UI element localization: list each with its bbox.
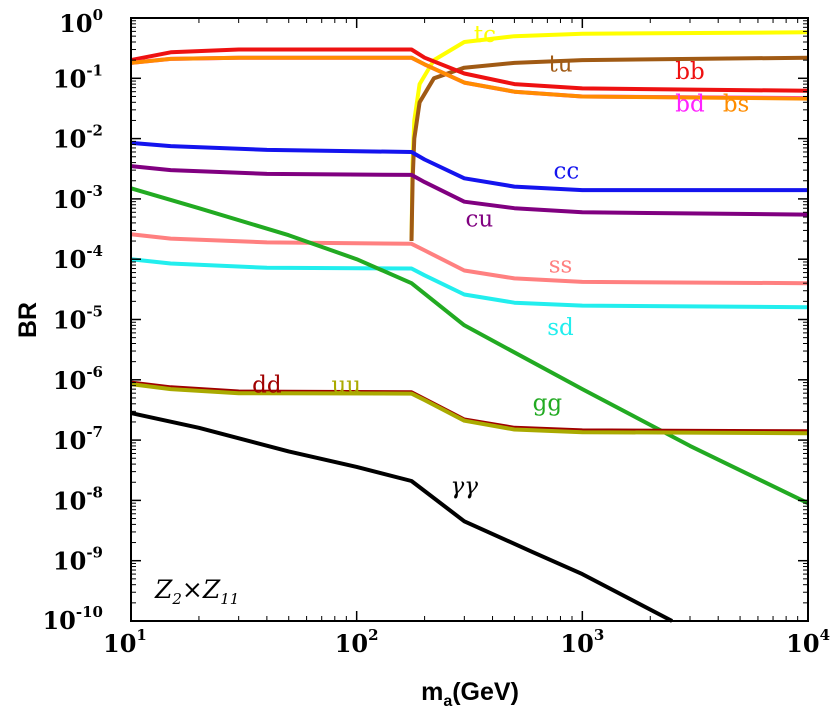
y-tick-label: 10-6 xyxy=(53,363,103,395)
series-label-cu: cu xyxy=(466,206,494,232)
series-label-dd: dd xyxy=(252,372,282,398)
y-tick-label: 10-9 xyxy=(53,544,103,576)
y-tick-label: 10-8 xyxy=(53,483,103,515)
x-tick-label: 102 xyxy=(335,626,379,658)
series-line-cu xyxy=(130,164,809,217)
x-axis-title: ma(GeV) xyxy=(421,678,519,710)
series-line-ss xyxy=(130,232,809,286)
series-label-tu: tu xyxy=(548,51,572,77)
series-label-uu: uu xyxy=(331,372,361,398)
plot-background xyxy=(131,18,808,621)
series-line-tu xyxy=(409,55,809,242)
series-line-cc xyxy=(130,140,808,193)
y-tick-label: 10-10 xyxy=(42,603,103,635)
y-axis-title: BR xyxy=(14,302,42,338)
series-label-sd: sd xyxy=(547,315,574,341)
series-label-gammagamma: γγ xyxy=(451,474,479,500)
x-tick-label: 103 xyxy=(560,626,604,658)
series-line-gg xyxy=(130,186,809,505)
series-line-bb xyxy=(130,47,809,93)
y-tick-label: 10-1 xyxy=(53,61,103,93)
series-label-bd: bd xyxy=(675,92,705,118)
tick-labels-layer: 101 102 103 104 100 10-1 10-2 10-3 10-4 10-5 10-6 1… xyxy=(42,6,830,658)
series-label-gg: gg xyxy=(533,391,563,417)
series-label-cc: cc xyxy=(554,158,580,184)
y-tick-label: 10-2 xyxy=(53,122,103,154)
symmetry-annotation: Z2×Z11 xyxy=(154,575,239,608)
series-line-uu xyxy=(130,382,809,436)
x-tick-label: 101 xyxy=(103,626,147,658)
series-label-bs: bs xyxy=(723,92,750,118)
y-tick-label: 10-5 xyxy=(53,303,103,335)
series-line-sd xyxy=(130,257,809,310)
y-tick-label: 100 xyxy=(59,6,103,38)
series-line-gammagamma xyxy=(130,411,674,623)
curves-layer xyxy=(130,30,809,623)
ticks-layer xyxy=(130,17,809,622)
series-label-bb: bb xyxy=(675,59,704,85)
series-label-tc: tc xyxy=(474,22,496,48)
series-label-ss: ss xyxy=(549,253,573,279)
x-tick-label: 104 xyxy=(786,626,830,658)
series-line-bs xyxy=(130,55,809,101)
y-tick-label: 10-3 xyxy=(53,182,103,214)
y-tick-label: 10-4 xyxy=(53,242,103,274)
y-tick-label: 10-7 xyxy=(53,423,103,455)
